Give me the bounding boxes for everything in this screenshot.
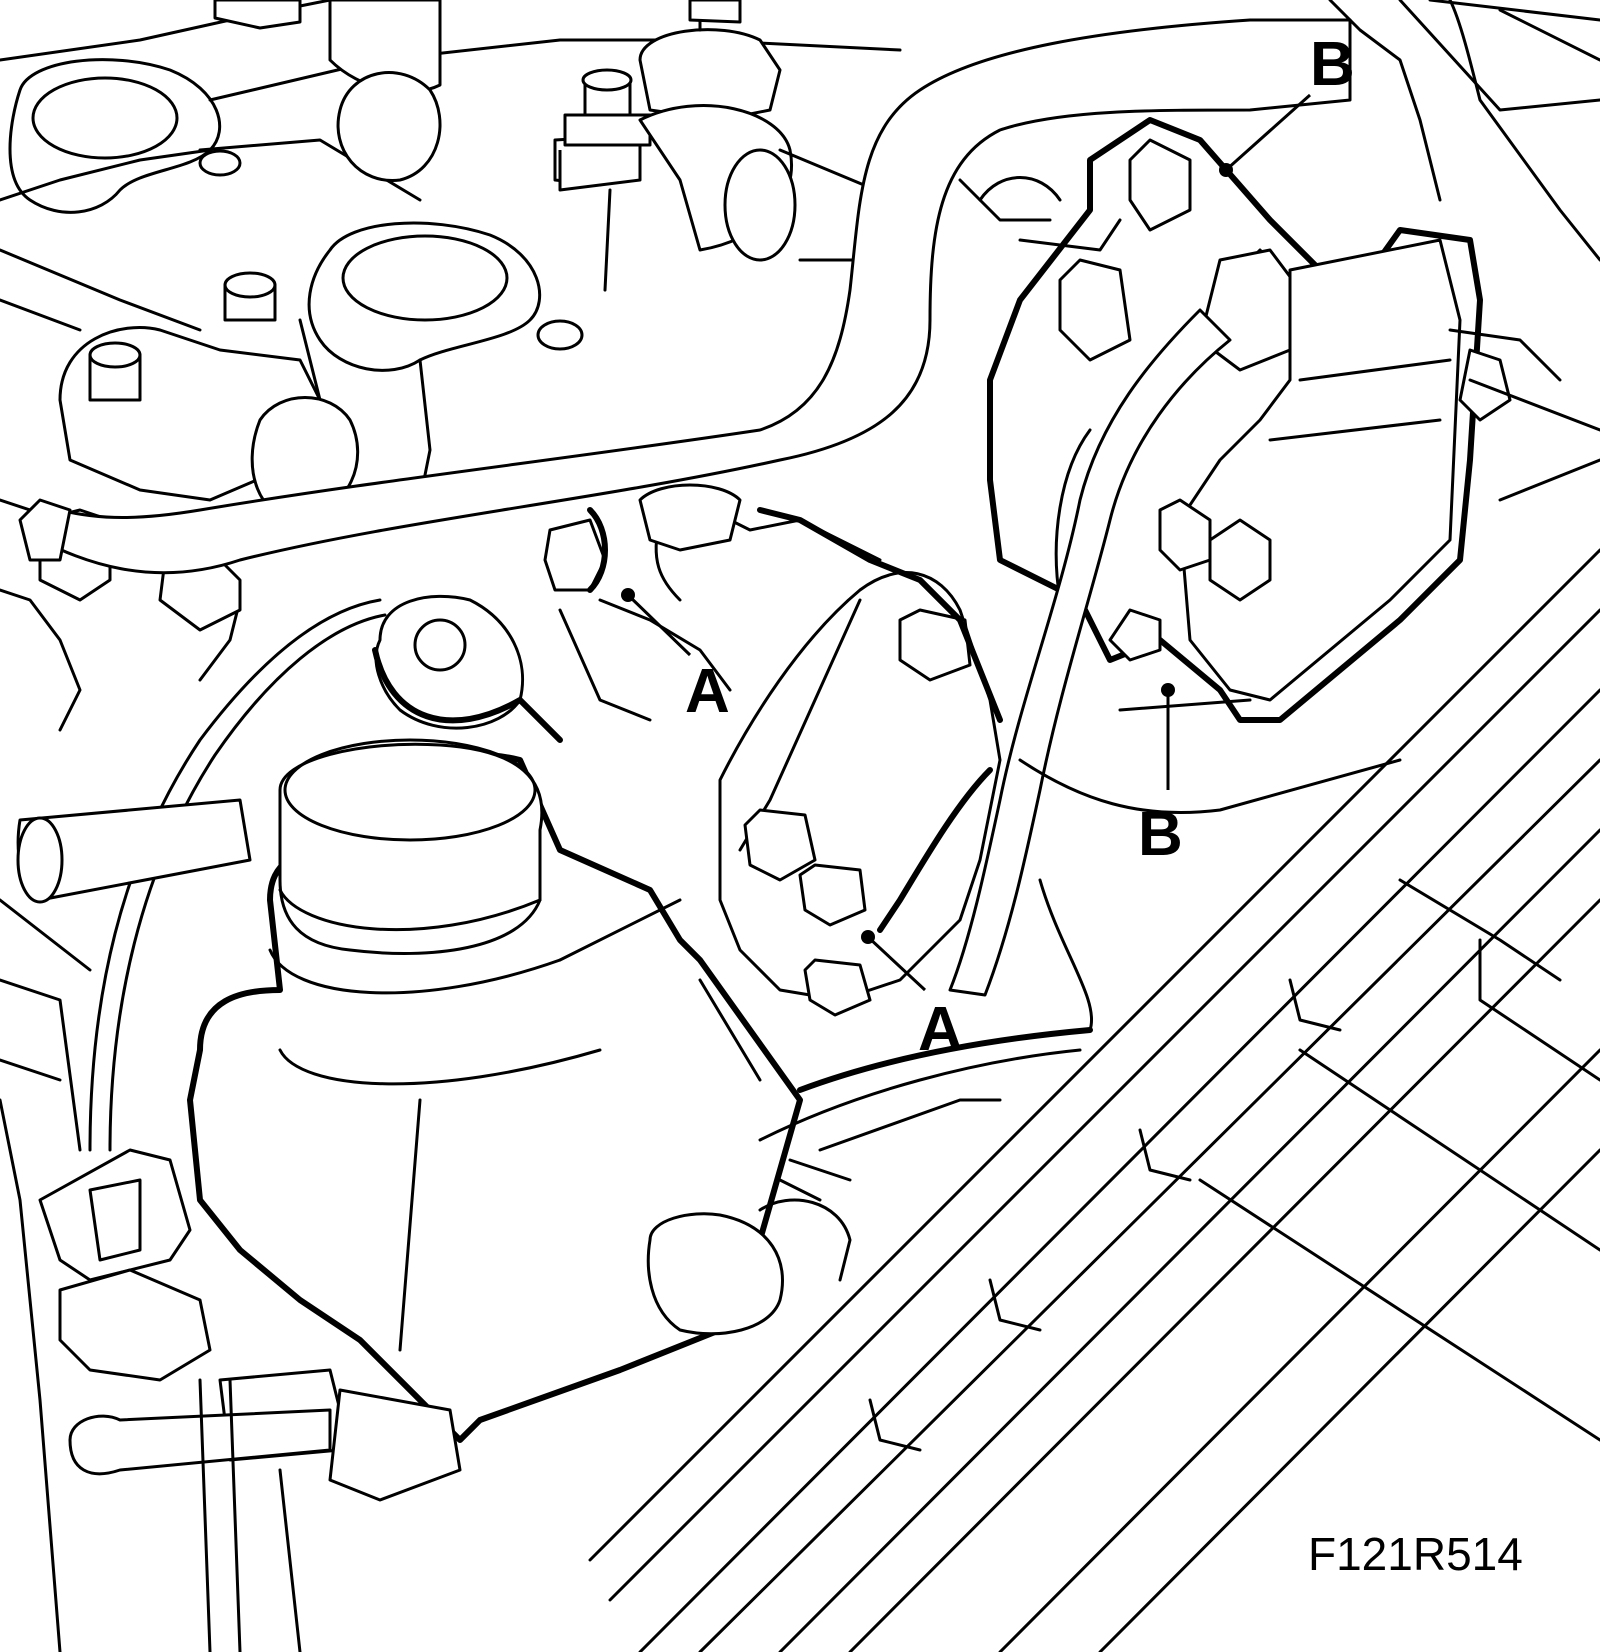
- callout-a-lower: A: [861, 930, 963, 1064]
- engine-cover: [187, 738, 1093, 1443]
- callout-b-upper: B: [1219, 30, 1355, 177]
- camshaft-caps: [38, 0, 902, 632]
- figure-reference: F121R514: [1308, 1528, 1523, 1580]
- callout-label: B: [1138, 800, 1183, 869]
- callout-b-lower: B: [1138, 683, 1183, 869]
- callout-label: A: [918, 995, 963, 1064]
- callout-label: B: [1310, 30, 1355, 99]
- coolant-hose: [18, 18, 1352, 575]
- callout-a-upper: A: [621, 588, 730, 726]
- throttle-body: [948, 0, 1600, 997]
- background-detail: [958, 176, 1402, 1032]
- frame-rail: [588, 378, 1600, 1652]
- callout-label: A: [685, 657, 730, 726]
- bracket-assembly: [372, 483, 1003, 1017]
- wiring-harness: [0, 598, 462, 1652]
